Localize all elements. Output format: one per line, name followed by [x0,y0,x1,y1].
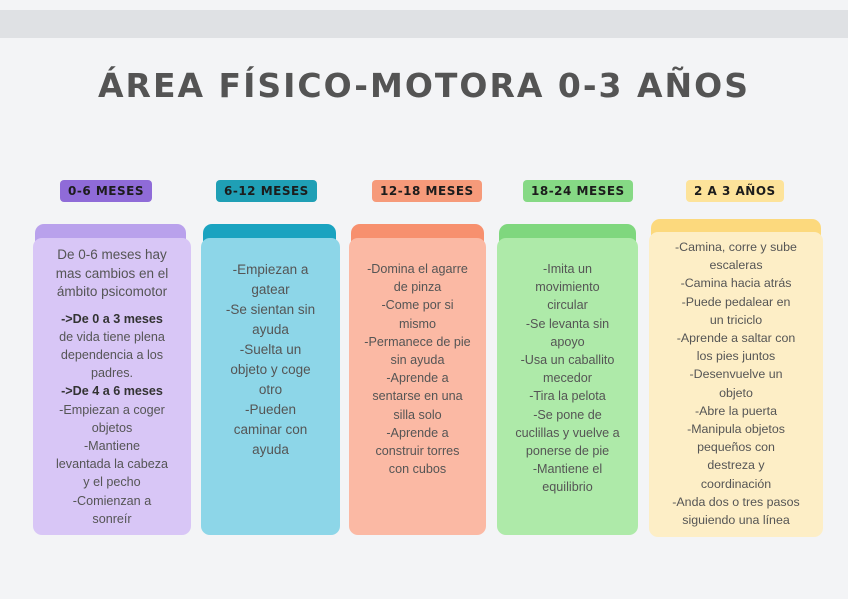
card-line: ->De 0 a 3 meses [61,311,163,326]
card-line: coordinación [700,476,772,491]
card-line: -Mantiene [83,438,140,453]
card-line: ámbito psicomotor [56,284,168,299]
card-line: caminar con [233,422,308,437]
card-line: ->De 4 a 6 meses [61,384,163,399]
card-line: cuclillas y vuelve a [515,425,620,440]
card-line: -Comienzan a [72,493,152,508]
card-line: de pinza [393,280,442,295]
card-line: -Manipula objetos [687,422,785,437]
card-line: apoyo [550,334,585,349]
card-line: -Suelta un [239,342,302,357]
label-0-6-meses: 0-6 MESES [60,180,152,202]
card-line: ayuda [252,322,289,337]
card-line: -Se pone de [533,407,602,422]
card-line: equilibrio [542,480,593,495]
card-line: con cubos [388,462,447,477]
label-12-18-meses: 12-18 MESES [372,180,482,202]
card-0-6-meses: De 0-6 meses hay mas cambios en el ámbit… [33,238,191,535]
card-line: circular [547,298,588,313]
card-line: -Se sientan sin [225,302,316,317]
card-line: -Empiezan a [232,262,309,277]
card-line: escaleras [709,258,763,273]
card-line: objeto [719,385,753,400]
card-line: -Empiezan a coger [59,402,165,417]
card-line: -Come por si [381,298,454,313]
card-line: -Aprende a saltar con [676,331,796,346]
card-line: -Imita un [543,262,592,276]
card-line: siguiendo una línea [682,513,790,528]
card-line: levantada la cabeza [55,457,169,472]
card-line: -Aprende a [386,425,449,440]
card-line: ponerse de pie [525,444,610,459]
label-18-24-meses: 18-24 MESES [523,180,633,202]
card-line: -Camina, corre y sube [675,240,797,254]
card-line: dependencia a los [60,347,164,362]
card-line: -Camina hacia atrás [680,276,792,291]
card-line: sin ayuda [390,353,445,368]
card-line: -Mantiene el [532,462,603,477]
card-line: los pies juntos [696,349,776,364]
card-line: -Permanece de pie [364,334,471,349]
card-line: ayuda [252,442,289,457]
card-line: -Domina el agarre [367,262,468,276]
card-line: destreza y [707,458,765,473]
card-line: De 0-6 meses hay [57,247,167,262]
card-line: objetos [91,420,133,435]
label-2-a-3-anos: 2 A 3 AÑOS [686,180,784,202]
card-line: otro [258,382,283,397]
page-title: ÁREA FÍSICO-MOTORA 0-3 AÑOS [98,66,750,105]
card-line: -Tira la pelota [529,389,606,404]
card-line [37,302,187,310]
card-line: y el pecho [83,475,141,490]
card-line: -Pueden [244,402,297,417]
card-line: sentarse en una [372,389,463,404]
card-line: pequeños con [697,440,775,455]
card-line: mismo [398,316,437,331]
card-2-a-3-anos: -Camina, corre y sube escaleras -Camina … [649,232,823,537]
card-line: -Puede pedalear en [681,294,791,309]
card-line: sonreír [92,511,132,526]
card-line: -Abre la puerta [695,403,777,418]
card-line: gatear [251,282,290,297]
card-line: objeto y coge [230,362,311,377]
card-line: -Se levanta sin [525,316,610,331]
label-6-12-meses: 6-12 MESES [216,180,317,202]
card-line: padres. [90,366,133,381]
card-12-18-meses: -Domina el agarre de pinza -Come por si … [349,238,486,535]
top-bar [0,10,848,38]
card-line: silla solo [393,407,442,422]
card-line: -Usa un caballito [520,353,615,368]
card-line: -Desenvuelve un [689,367,783,382]
card-6-12-meses: -Empiezan a gatear -Se sientan sin ayuda… [201,238,340,535]
card-line: -Aprende a [386,371,449,386]
card-line: construir torres [375,444,460,459]
card-line: movimiento [535,280,600,295]
card-18-24-meses: -Imita un movimiento circular -Se levant… [497,238,638,535]
card-line: un triciclo [709,312,763,327]
card-line: de vida tiene plena [59,329,165,344]
card-line: mecedor [543,371,592,386]
card-line: mas cambios en el [55,265,169,281]
card-line: -Anda dos o tres pasos [672,494,800,509]
